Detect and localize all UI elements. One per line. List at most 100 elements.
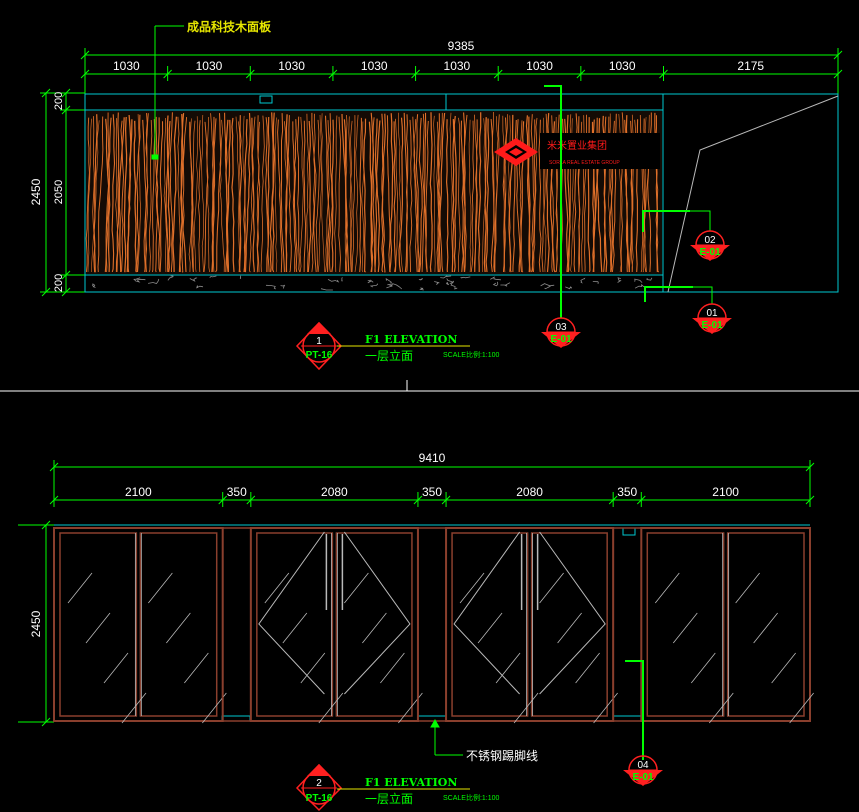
wood-grain-line bbox=[437, 113, 444, 273]
glass-panel bbox=[451, 532, 529, 717]
wood-grain-line bbox=[503, 114, 508, 273]
wood-grain-line bbox=[433, 115, 436, 273]
wood-grain-line bbox=[136, 114, 141, 273]
stone-vein bbox=[209, 275, 217, 278]
wood-grain-line bbox=[297, 116, 301, 273]
wood-grain-line bbox=[437, 112, 443, 273]
stone-vein bbox=[544, 285, 551, 290]
wood-grain-line bbox=[93, 114, 98, 273]
bottom-segment-label: 2100 bbox=[125, 485, 152, 499]
wood-grain-line bbox=[256, 115, 261, 273]
wood-grain-line bbox=[277, 119, 283, 273]
wood-grain-line bbox=[211, 116, 215, 273]
wood-grain-line bbox=[338, 116, 341, 273]
stone-vein bbox=[387, 283, 403, 290]
wood-grain-line bbox=[292, 121, 296, 272]
stone-vein bbox=[265, 284, 276, 290]
wood-grain-line bbox=[429, 112, 433, 273]
bottom-segment-dimension-line bbox=[49, 492, 815, 507]
wood-grain-line bbox=[251, 117, 255, 272]
wood-grain-line bbox=[118, 117, 125, 273]
wood-grain-line bbox=[389, 113, 394, 273]
wood-grain-line bbox=[299, 116, 304, 273]
wood-grain-line bbox=[306, 113, 309, 273]
glass-panel bbox=[335, 532, 413, 717]
callout-leader-thin bbox=[690, 210, 713, 304]
glass-reflection bbox=[513, 692, 539, 724]
callout-03-ref: E-01 bbox=[550, 334, 572, 345]
door-swing-line bbox=[453, 531, 521, 695]
glass-reflection bbox=[459, 572, 485, 604]
wood-grain-line bbox=[421, 113, 425, 273]
wood-grain-line bbox=[266, 116, 270, 273]
wood-grain-line bbox=[418, 117, 423, 273]
stone-vein bbox=[239, 275, 242, 279]
wood-grain-line bbox=[533, 117, 538, 273]
bottom-overall-dimension bbox=[49, 460, 815, 506]
wood-grain-line bbox=[363, 118, 367, 273]
stone-vein bbox=[369, 283, 378, 288]
wood-grain-line bbox=[436, 121, 439, 273]
wood-grain-line bbox=[321, 113, 326, 273]
stone-vein bbox=[189, 277, 198, 282]
wood-grain-line bbox=[381, 113, 386, 273]
bottom-segment-label: 350 bbox=[422, 485, 442, 499]
wood-grain-line bbox=[348, 116, 353, 272]
top-segment-label: 1030 bbox=[196, 59, 223, 73]
stone-vein bbox=[341, 277, 343, 282]
pillar bbox=[221, 527, 252, 722]
glass-reflection bbox=[121, 692, 147, 724]
wood-grain-line bbox=[226, 119, 231, 272]
callout-02: 02 E-01 bbox=[690, 230, 730, 261]
stone-vein bbox=[320, 288, 333, 291]
bottom-title-code: PT-16 bbox=[306, 793, 333, 804]
wood-grain-line bbox=[248, 116, 256, 273]
glass-panel bbox=[646, 532, 725, 717]
bottom-title-cn: 一层立面 bbox=[365, 791, 413, 806]
wood-grain-line bbox=[386, 115, 391, 273]
wood-grain-line bbox=[188, 120, 196, 273]
glass-reflection bbox=[708, 692, 734, 724]
wood-grain-line bbox=[143, 113, 149, 273]
wood-grain-line bbox=[425, 120, 429, 273]
bottom-title-scale: SCALE比例:1:100 bbox=[443, 793, 500, 802]
wood-grain-line bbox=[359, 117, 362, 273]
stone-vein bbox=[592, 281, 599, 284]
top-title-code: PT-16 bbox=[306, 350, 333, 361]
wood-grain-line bbox=[409, 119, 413, 273]
wood-grain-line bbox=[317, 114, 323, 273]
top-segment-label: 1030 bbox=[609, 59, 636, 73]
wood-grain-line bbox=[105, 118, 111, 273]
wood-grain-line bbox=[458, 117, 461, 273]
bottom-segment-label: 2080 bbox=[321, 485, 348, 499]
wood-grain-line bbox=[311, 113, 316, 273]
wood-grain-line bbox=[91, 120, 100, 273]
bottom-height-dimension bbox=[18, 520, 54, 727]
glass-panel bbox=[139, 532, 218, 717]
pillar bbox=[612, 527, 643, 722]
material-label: 成品科技木面板 bbox=[187, 19, 272, 34]
stone-vein bbox=[148, 278, 160, 284]
glass-reflection bbox=[771, 652, 796, 684]
top-title-num: 1 bbox=[316, 336, 322, 347]
wood-grain-line bbox=[438, 112, 446, 273]
wood-grain-line bbox=[87, 118, 92, 273]
glass-reflection bbox=[735, 572, 760, 604]
top-segment-label: 1030 bbox=[444, 59, 471, 73]
bottom-segment-label: 350 bbox=[227, 485, 247, 499]
glass-reflection bbox=[539, 572, 564, 604]
wood-grain-line bbox=[244, 112, 251, 273]
callout-01: 01 E-01 bbox=[692, 303, 732, 334]
top-wall-outline bbox=[84, 93, 839, 293]
callout-04-ref: E-01 bbox=[632, 772, 654, 783]
wood-grain-line bbox=[219, 119, 225, 273]
wood-grain-line bbox=[256, 121, 260, 273]
wood-grain-line bbox=[328, 113, 333, 273]
wood-grain-line bbox=[260, 115, 265, 273]
glass-reflection bbox=[85, 612, 111, 644]
stone-vein bbox=[580, 277, 586, 284]
wood-grain-line bbox=[334, 115, 338, 273]
bottom-segment-label: 350 bbox=[617, 485, 637, 499]
